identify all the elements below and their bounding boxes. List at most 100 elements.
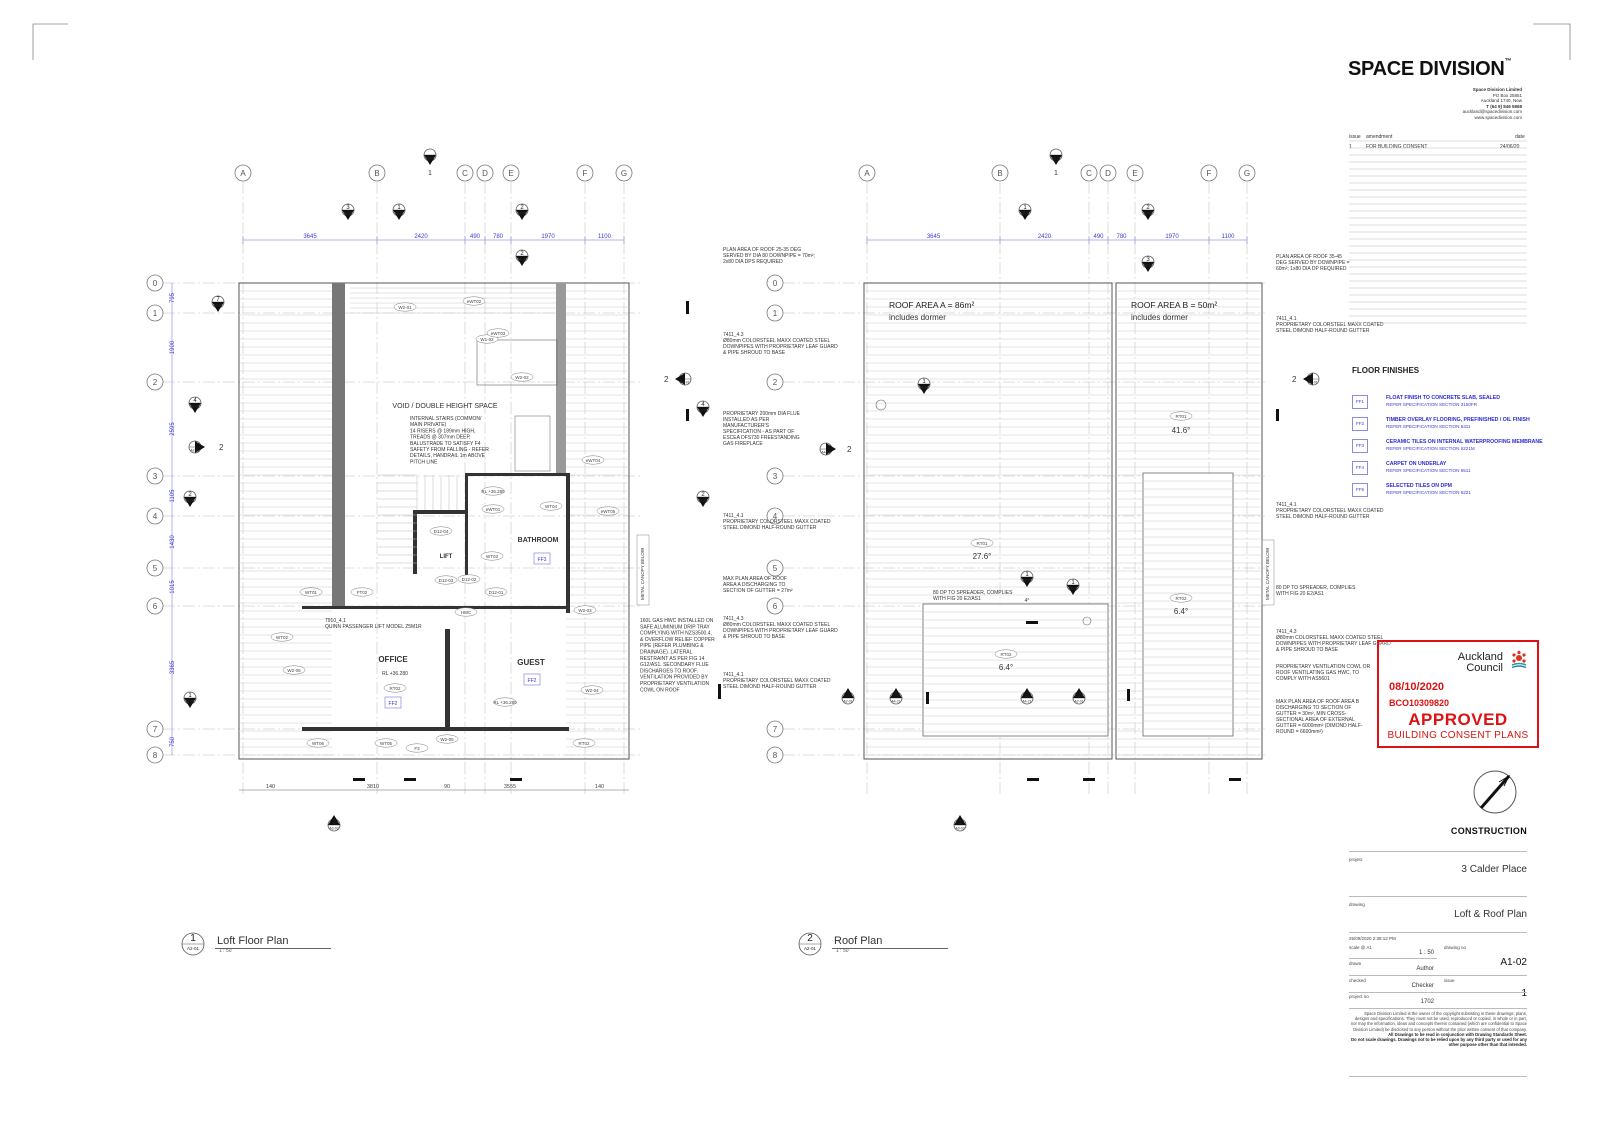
dimension-value: 2420 xyxy=(414,234,428,240)
roof-note: Ø80mm COLORSTEEL MAXX COATED STEEL xyxy=(723,622,830,628)
grid-end-mark xyxy=(686,301,689,314)
element-tag-outline xyxy=(350,587,374,597)
void-opening xyxy=(476,339,558,386)
element-tag-label: HWC xyxy=(461,610,472,615)
roof-note: Ø80mm COLORSTEEL MAXX COATED STEEL xyxy=(723,338,830,344)
grid-bubble-label: C xyxy=(462,169,468,178)
element-tag-label: eWT03 xyxy=(491,331,506,336)
element-tag-outline xyxy=(481,486,505,496)
element-tag: WT04 xyxy=(539,501,563,511)
grid-end-mark xyxy=(926,692,929,704)
section-marker-number: 1 xyxy=(397,205,401,211)
element-tag-outline xyxy=(484,587,508,597)
element-tag-outline xyxy=(435,734,459,744)
room-level: RL +36.280 xyxy=(382,671,408,677)
hwc-note: DRAINAGE). LATERAL xyxy=(640,650,693,656)
roof-note: SECTION OF GUTTER = 27m² xyxy=(723,588,793,594)
wall-section xyxy=(302,606,569,609)
finish-code: FF3 xyxy=(538,557,547,563)
drawing-no-label: drawing no xyxy=(1444,945,1467,950)
section-number: 2 xyxy=(219,443,224,452)
section-marker-arrow xyxy=(826,443,836,455)
element-tag-outline xyxy=(486,328,510,338)
council-logo-icon xyxy=(1511,650,1527,669)
element-tag-outline xyxy=(299,587,323,597)
section-marker-arrow xyxy=(1142,262,1154,272)
grid-bubble: 0 xyxy=(766,274,784,292)
element-tag-outline xyxy=(1169,411,1193,421)
section-marker-arrow xyxy=(212,302,224,312)
dimension-value: 1900 xyxy=(170,340,176,354)
grid-bubble-circle xyxy=(991,164,1009,182)
roof-area-note: includes dormer xyxy=(889,313,946,322)
view-scale: 1 : 50 xyxy=(836,948,849,954)
issue-amendment: FOR BUILDING CONSENT xyxy=(1366,144,1428,150)
stairs-note: DETAILS, HANDRAIL 1m ABOVE xyxy=(410,453,486,459)
element-tag-label: W2-05 xyxy=(440,737,454,742)
roof-area-note: includes dormer xyxy=(1131,313,1188,322)
section-number: 2 xyxy=(1292,375,1297,384)
section-marker-arrow xyxy=(342,210,354,220)
floor-finish-name: CARPET ON UNDERLAY xyxy=(1386,461,1447,467)
grid-bubble-label: E xyxy=(508,169,513,178)
grid-end-mark xyxy=(1026,621,1038,624)
element-tag-outline xyxy=(970,538,994,548)
drawing-note: All Drawings to be read in conjunction w… xyxy=(1388,1031,1527,1037)
roof-note: GUTTER = 30m², MIN CROSS- xyxy=(1276,711,1347,717)
section-marker-icon: 2A4-02 xyxy=(515,249,529,266)
element-tag-outline xyxy=(994,649,1018,659)
section-marker-number: 2 xyxy=(520,205,524,211)
wall-section xyxy=(465,473,468,583)
grid-end-mark xyxy=(686,409,689,421)
section-marker-arrow xyxy=(328,815,340,825)
finish-code: FF2 xyxy=(389,701,398,707)
element-tag-outline xyxy=(383,683,407,693)
element-tag-label: RT02 xyxy=(579,741,590,746)
finish-box xyxy=(533,552,551,565)
hwc-note: & OVERFLOW RELIEF COPPER xyxy=(640,637,715,643)
section-marker-icon: 3A4-02 xyxy=(1141,255,1155,272)
section-marker-number: 4 xyxy=(193,398,197,404)
section-marker-ref: A3-01 xyxy=(425,157,434,161)
scale-label: scale @ A1 xyxy=(1349,945,1372,950)
section-marker-ref: A4-06 xyxy=(1068,587,1077,591)
section-marker-icon: 1A2-01 xyxy=(1072,688,1086,705)
date-col-header: date xyxy=(1515,134,1525,140)
roof-note: PROPRIETARY COLORSTEEL MAXX COATED xyxy=(1276,322,1384,328)
stair-treads xyxy=(350,287,565,314)
grid-bubble: D xyxy=(476,164,494,182)
drawn-by: Author xyxy=(1416,966,1434,972)
roof-area-b-outline xyxy=(1115,282,1263,760)
roof-note: DISCHARGING TO SECTION OF xyxy=(1276,705,1351,711)
dimension-value: 1105 xyxy=(170,489,176,503)
grid-bubble: 6 xyxy=(146,597,164,615)
roof-note: PROPRIETARY COLORSTEEL MAXX COATED xyxy=(723,678,831,684)
roof-note: ROOF VENTILATING GAS HWC, TO xyxy=(1276,670,1359,676)
section-marker-ref: A2-01 xyxy=(843,700,852,704)
address-line: Auckland 1740, New xyxy=(1480,98,1522,103)
section-marker-arrow xyxy=(918,384,930,394)
section-marker-arrow xyxy=(424,155,436,165)
firm-trademark: ™ xyxy=(1504,58,1512,65)
dimension-value: 3555 xyxy=(504,784,516,790)
view-title-roof: 2 A2-01 Roof Plan 1 : 50 xyxy=(798,932,948,962)
dimension-value: 140 xyxy=(266,784,275,790)
void-label: VOID / DOUBLE HEIGHT SPACE xyxy=(392,403,497,410)
view-title-loft: 1 A2-01 Loft Floor Plan 1 : 50 xyxy=(181,932,331,962)
section-marker-arrow xyxy=(189,403,201,413)
roof-note: GAS FIREPLACE xyxy=(723,441,763,447)
element-tag: W2-01 xyxy=(393,302,417,312)
grid-bubble: A xyxy=(858,164,876,182)
roof-note: DOWNPIPES WITH PROPRIETARY LEAF GUARD xyxy=(723,628,838,634)
floor-finish-spec: REFER SPECIFICATION SECTION 6511 xyxy=(1386,468,1471,473)
floor-finishes-title: FLOOR FINISHES xyxy=(1352,366,1420,375)
grid-bubble-label: C xyxy=(1086,169,1092,178)
section-marker-ref: A4-21 xyxy=(1022,700,1031,704)
roof-note: WITH FIG 20 E2/AS1 xyxy=(1276,591,1324,597)
project-number: 1702 xyxy=(1420,999,1434,1005)
grid-end-mark xyxy=(1276,409,1279,421)
grid-bubble-circle xyxy=(146,274,164,292)
roof-note: SPECIFICATION - AS PART OF xyxy=(723,429,794,435)
firm-logo: SPACE DIVISION™ xyxy=(1348,58,1512,81)
grid-end-mark xyxy=(404,778,416,781)
